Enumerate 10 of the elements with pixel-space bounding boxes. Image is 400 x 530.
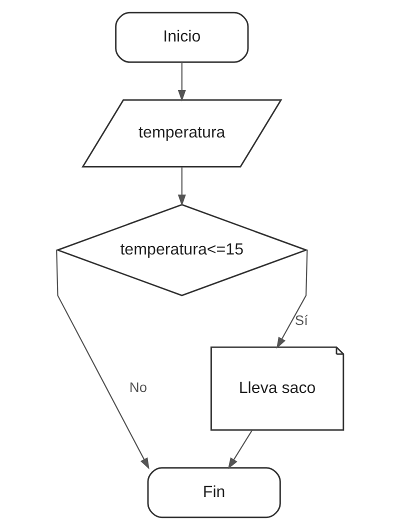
node-diamond: temperatura<=15: [56, 204, 308, 296]
edge-label: No: [129, 380, 148, 396]
arrow: [178, 167, 186, 206]
arrow: [276, 250, 308, 349]
arrow: [178, 62, 186, 102]
arrow: [56, 250, 150, 470]
node-box: Fin: [147, 467, 281, 518]
edge-label: Sí: [294, 312, 308, 328]
arrow: [228, 430, 253, 470]
node-box: Inicio: [115, 12, 249, 63]
